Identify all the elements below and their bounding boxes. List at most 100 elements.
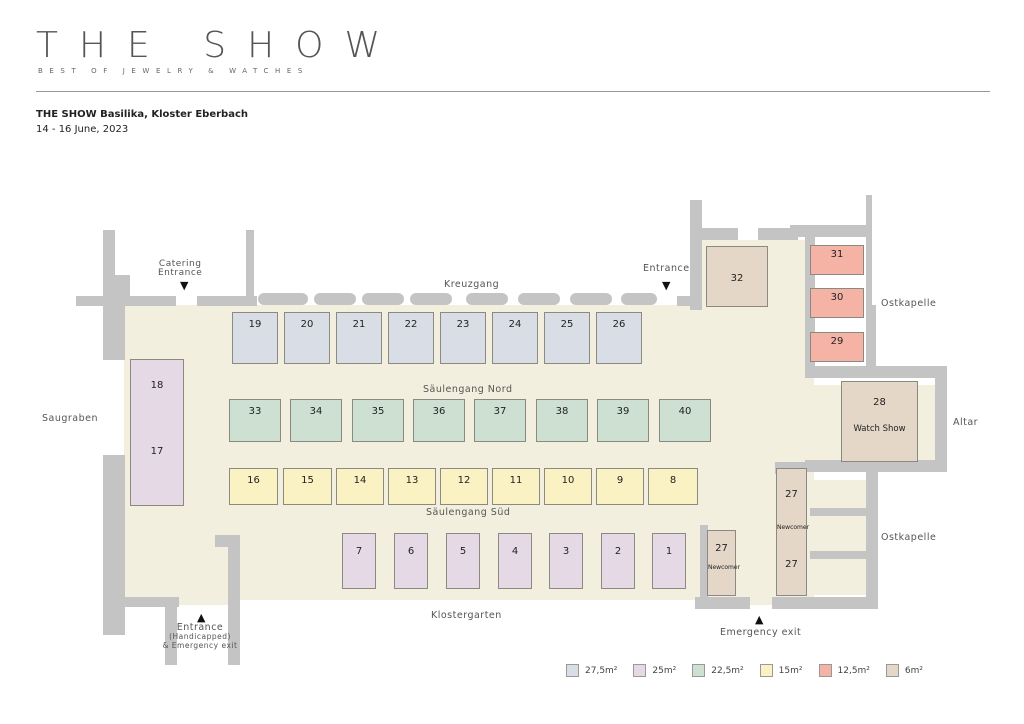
booth-14[interactable]: 14 [336, 468, 384, 505]
legend-swatch [818, 664, 832, 677]
emergency-exit-arrow-icon: ▲ [755, 613, 764, 626]
legend-swatch [885, 664, 899, 677]
wall-north [76, 296, 176, 306]
catering-entrance-label: Catering Entrance [158, 259, 203, 278]
booth-12[interactable]: 12 [440, 468, 488, 505]
saeulengang-nord-label: Säulengang Nord [423, 384, 513, 395]
booth-7[interactable]: 7 [342, 533, 376, 589]
legend-item-27-5: 27,5m² [566, 664, 617, 677]
event-dates: 14 - 16 June, 2023 [36, 124, 129, 135]
booth-29[interactable]: 29 [810, 332, 864, 362]
booth-30[interactable]: 30 [810, 288, 864, 318]
booth-23[interactable]: 23 [440, 312, 486, 364]
booth-31[interactable]: 31 [810, 245, 864, 275]
entrance-top-arrow-icon: ▼ [662, 279, 671, 292]
booth-10[interactable]: 10 [544, 468, 592, 505]
wall-ne-pier [866, 195, 872, 305]
header-divider [36, 91, 990, 92]
wall-transept-sw [700, 525, 708, 600]
wall-north-e [362, 293, 404, 305]
booth-3[interactable]: 3 [549, 533, 583, 589]
wall-north-c [258, 293, 308, 305]
wall-east-chapel-right [866, 472, 878, 602]
legend-item-6: 6m² [885, 664, 923, 677]
legend-swatch [633, 664, 647, 677]
booth-13[interactable]: 13 [388, 468, 436, 505]
booth-8[interactable]: 8 [648, 468, 698, 505]
wall-south-west [165, 600, 177, 665]
legend-swatch [566, 664, 579, 677]
booth-25[interactable]: 25 [544, 312, 590, 364]
catering-entrance-arrow-icon: ▼ [180, 279, 189, 292]
wall-north-j [621, 293, 657, 305]
wall-east-top [805, 366, 945, 378]
booth-27-newcomer-small[interactable]: 27 Newcomer [707, 530, 740, 596]
booth-9[interactable]: 9 [596, 468, 644, 505]
legend: 27,5m² 25m² 22,5m² 15m² 12,5m² 6m² [566, 664, 939, 677]
booth-35[interactable]: 35 [352, 399, 404, 442]
altar-label: Altar [953, 417, 979, 428]
booth-37[interactable]: 37 [474, 399, 526, 442]
kreuzgang-label: Kreuzgang [444, 279, 500, 290]
wall-north-g [466, 293, 508, 305]
wall-south-west-c [228, 545, 240, 665]
booth-2[interactable]: 2 [601, 533, 635, 589]
booth-1[interactable]: 1 [652, 533, 686, 589]
legend-item-15: 15m² [759, 664, 803, 677]
booth-19[interactable]: 19 [232, 312, 278, 364]
booth-38[interactable]: 38 [536, 399, 588, 442]
booth-33[interactable]: 33 [229, 399, 281, 442]
booth-27-newcomer-long[interactable]: 27 Newcomer 27 [776, 468, 809, 596]
logo-title: THE SHOW [36, 25, 402, 66]
booth-20[interactable]: 20 [284, 312, 330, 364]
wall-transept-north-b [758, 228, 798, 240]
booth-22[interactable]: 22 [388, 312, 434, 364]
wall-north-f [410, 293, 452, 305]
wall-north-k [677, 296, 700, 306]
wall-west-b [103, 455, 125, 635]
booth-15[interactable]: 15 [283, 468, 332, 505]
booth-11[interactable]: 11 [492, 468, 540, 505]
wall-transept-west [690, 200, 702, 310]
booth-39[interactable]: 39 [597, 399, 649, 442]
booth-34[interactable]: 34 [290, 399, 342, 442]
booth-6[interactable]: 6 [394, 533, 428, 589]
booth-4[interactable]: 4 [498, 533, 532, 589]
wall-north-b [197, 296, 257, 306]
wall-transept-north [700, 228, 738, 240]
booth-32[interactable]: 32 [706, 246, 768, 307]
emergency-exit-label: Emergency exit [720, 627, 802, 638]
wall-transept-north-c [790, 225, 870, 237]
wall-west [103, 300, 125, 360]
east-chapel-floor [805, 480, 875, 595]
wall-chapel-rib-2 [810, 551, 866, 559]
wall-east-altar [935, 366, 947, 466]
klostergarten-label: Klostergarten [431, 610, 502, 621]
booth-18-17[interactable]: 18 17 [130, 359, 184, 506]
wall-east-mid [805, 460, 947, 472]
wall-north-i [570, 293, 612, 305]
venue-title: THE SHOW Basilika, Kloster Eberbach [36, 109, 249, 120]
booth-40[interactable]: 40 [659, 399, 711, 442]
wall-south-west-b [215, 535, 240, 547]
legend-item-25: 25m² [633, 664, 676, 677]
ostkapelle-top-label: Ostkapelle [881, 298, 937, 309]
wall-south [124, 597, 179, 607]
handicapped-entrance-label: Entrance (Handicapped) & Emergency exit [162, 622, 238, 650]
booth-16[interactable]: 16 [229, 468, 278, 505]
booth-26[interactable]: 26 [596, 312, 642, 364]
booth-28-watch-show[interactable]: 28 Watch Show [841, 381, 918, 462]
booth-21[interactable]: 21 [336, 312, 382, 364]
legend-swatch [692, 664, 706, 677]
legend-item-22-5: 22,5m² [692, 664, 744, 677]
saeulengang-sued-label: Säulengang Süd [426, 507, 511, 518]
logo-tagline: BEST OF JEWELRY & WATCHES [38, 67, 309, 75]
saugraben-label: Saugraben [42, 413, 99, 424]
wall-north-h [518, 293, 560, 305]
booth-24[interactable]: 24 [492, 312, 538, 364]
booth-36[interactable]: 36 [413, 399, 465, 442]
entrance-top-label: Entrance [643, 263, 690, 274]
handicapped-entrance-arrow-icon: ▲ [197, 611, 206, 624]
booth-5[interactable]: 5 [446, 533, 480, 589]
wall-west-tower [103, 230, 115, 300]
